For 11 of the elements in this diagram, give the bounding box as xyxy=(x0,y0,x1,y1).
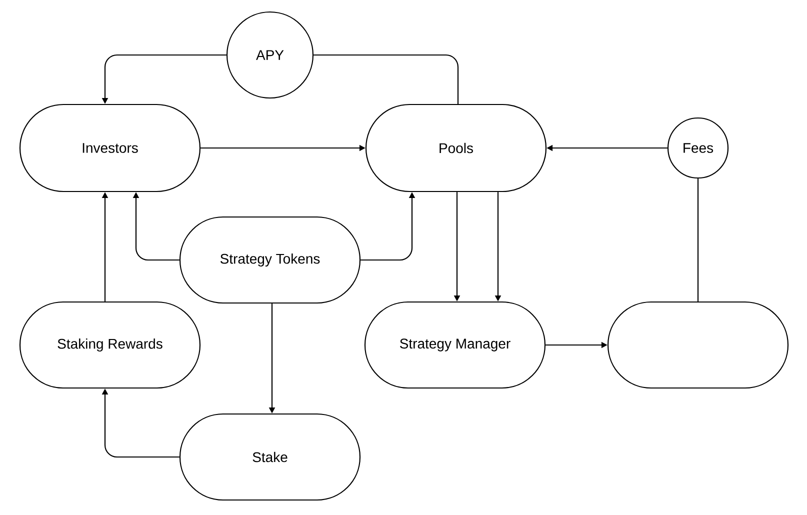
rounded-box xyxy=(607,301,789,389)
rounded-box: Pools xyxy=(365,104,547,192)
circle-node: APY xyxy=(226,11,314,99)
rounded-box: Stake xyxy=(179,413,361,501)
rounded-box: Strategy Manager xyxy=(364,301,546,389)
rounded-box: Investors xyxy=(19,104,201,192)
rounded-box: Staking Rewards xyxy=(19,301,201,389)
circle-node: Fees xyxy=(667,117,729,179)
connector-line xyxy=(314,54,459,104)
connector-line xyxy=(697,178,699,302)
rounded-box: Strategy Tokens xyxy=(179,216,361,304)
